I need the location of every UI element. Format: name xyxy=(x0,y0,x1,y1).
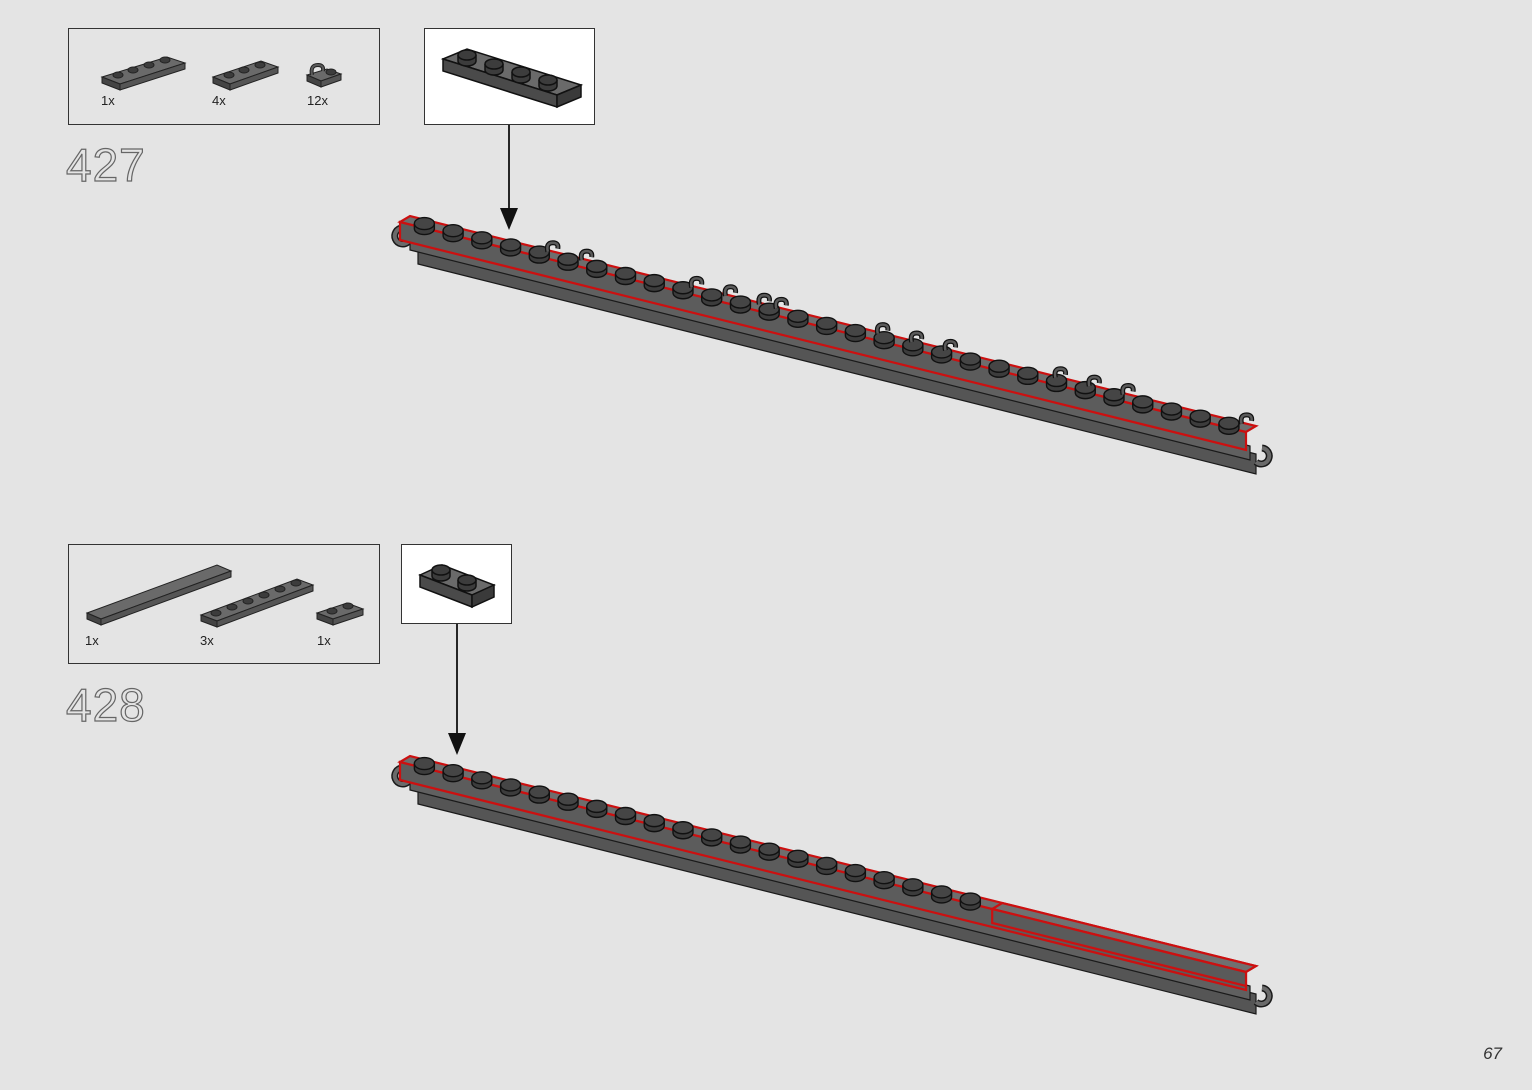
stud-top xyxy=(702,289,722,301)
arrowhead-icon xyxy=(448,733,466,755)
stud-top xyxy=(903,879,923,891)
stud-top xyxy=(472,232,492,244)
stud-top xyxy=(1161,403,1181,415)
stud-top xyxy=(472,772,492,784)
stud-top xyxy=(616,807,636,819)
stud-top xyxy=(587,800,607,812)
stud-top xyxy=(616,267,636,279)
stud-top xyxy=(932,346,952,358)
stud-top xyxy=(817,857,837,869)
stud-top xyxy=(443,765,463,777)
stud-top xyxy=(1018,367,1038,379)
stud-top xyxy=(788,850,808,862)
stud-top xyxy=(845,325,865,337)
stud-top xyxy=(989,360,1009,372)
stud-top xyxy=(1133,396,1153,408)
stud-top xyxy=(960,353,980,365)
stud-top xyxy=(730,296,750,308)
stud-top xyxy=(558,793,578,805)
stud-top xyxy=(960,893,980,905)
stud-top xyxy=(759,843,779,855)
stud-top xyxy=(874,872,894,884)
stud-top xyxy=(702,829,722,841)
new-plate-row xyxy=(400,762,1246,990)
stud-top xyxy=(673,822,693,834)
new-plate-row xyxy=(400,222,1246,450)
arrowhead-icon xyxy=(500,208,518,230)
stud-top xyxy=(414,758,434,770)
stud-top xyxy=(1075,382,1095,394)
stud-top xyxy=(644,275,664,287)
stud-top xyxy=(730,836,750,848)
page-number: 67 xyxy=(1483,1044,1502,1064)
stud-top xyxy=(1190,410,1210,422)
stud-top xyxy=(817,317,837,329)
stud-top xyxy=(845,865,865,877)
stud-top xyxy=(558,253,578,265)
stud-top xyxy=(1219,417,1239,429)
stud-top xyxy=(587,260,607,272)
stud-top xyxy=(932,886,952,898)
stud-top xyxy=(501,779,521,791)
stud-top xyxy=(443,225,463,237)
step-428-assembly xyxy=(395,756,1270,1014)
step-427-assembly xyxy=(395,216,1270,474)
stud-top xyxy=(414,218,434,230)
stud-top xyxy=(644,815,664,827)
stud-top xyxy=(501,239,521,251)
stud-top xyxy=(529,786,549,798)
stud-top xyxy=(788,310,808,322)
